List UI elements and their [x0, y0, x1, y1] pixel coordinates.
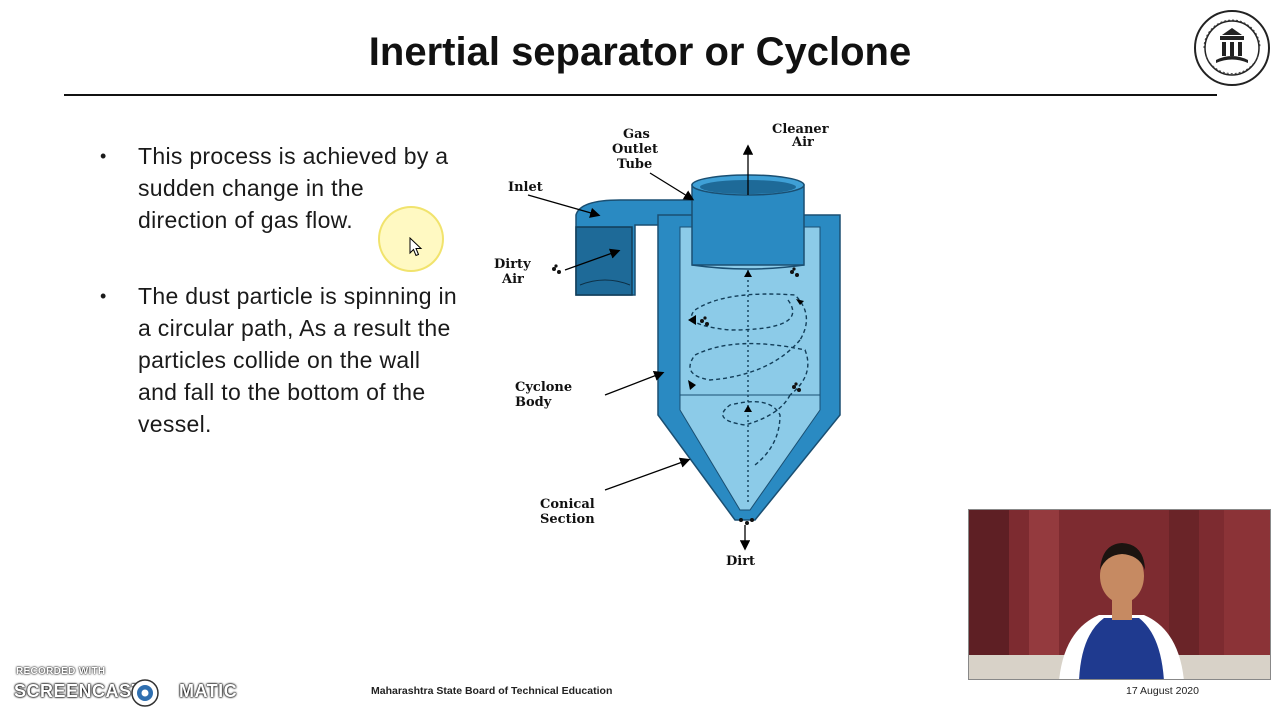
- label-conical-line2: Section: [540, 512, 595, 527]
- label-arrows: [527, 144, 754, 551]
- slide-title: Inertial separator or Cyclone: [368, 30, 912, 74]
- label-gas-outlet-line2: Outlet: [612, 142, 658, 157]
- bullet-marker: •: [100, 146, 107, 166]
- bullet-item: • The dust particle is spinning in a cir…: [100, 280, 460, 440]
- label-gas-outlet-line1: Gas: [623, 127, 650, 142]
- cyclone-diagram: Gas Outlet Tube Cleaner Air Inlet Dirty …: [494, 122, 841, 569]
- bullet-text: This process is achieved by a sudden cha…: [138, 143, 449, 233]
- label-inlet: Inlet: [508, 180, 543, 195]
- flow-arrows: [688, 270, 804, 412]
- label-gas-outlet-line3: Tube: [617, 157, 652, 172]
- footer-date: 17 August 2020: [1126, 685, 1199, 697]
- label-cleaner-air-line2: Air: [791, 135, 814, 150]
- bullet-item: • This process is achieved by a sudden c…: [100, 140, 460, 236]
- msbte-logo-icon: [1194, 10, 1270, 86]
- webcam-overlay: [968, 509, 1271, 680]
- watermark-brand-part2: MATIC: [179, 681, 238, 701]
- cursor-highlight: [378, 206, 444, 272]
- watermark-recorded-with: RECORDED WITH: [16, 666, 106, 677]
- bullet-text: The dust particle is spinning in a circu…: [138, 283, 457, 437]
- bullet-marker: •: [100, 286, 107, 306]
- label-cyclone-body-line2: Body: [515, 395, 552, 410]
- watermark-brand-part1: SCREENCAST: [14, 681, 144, 701]
- watermark-brand: SCREENCAST MATIC: [14, 681, 237, 702]
- mouse-cursor-icon: [409, 237, 423, 257]
- cyclone-body-shape: [657, 214, 841, 521]
- screencast-o-icon: [131, 679, 159, 707]
- label-cleaner-air-line1: Cleaner: [772, 122, 829, 137]
- label-dirty-air-line1: Dirty: [494, 257, 531, 272]
- label-dirt: Dirt: [726, 554, 755, 569]
- label-dirty-air-line2: Air: [501, 272, 524, 287]
- dust-particles: [552, 264, 801, 525]
- footer-organization: Maharashtra State Board of Technical Edu…: [371, 685, 613, 697]
- bullet-list: • This process is achieved by a sudden c…: [100, 140, 460, 484]
- title-divider: [64, 94, 1217, 96]
- presenter-video: [969, 510, 1270, 679]
- screencast-watermark: RECORDED WITH SCREENCAST MATIC: [14, 664, 237, 712]
- label-conical-line1: Conical: [540, 497, 595, 512]
- label-cyclone-body-line1: Cyclone: [515, 380, 572, 395]
